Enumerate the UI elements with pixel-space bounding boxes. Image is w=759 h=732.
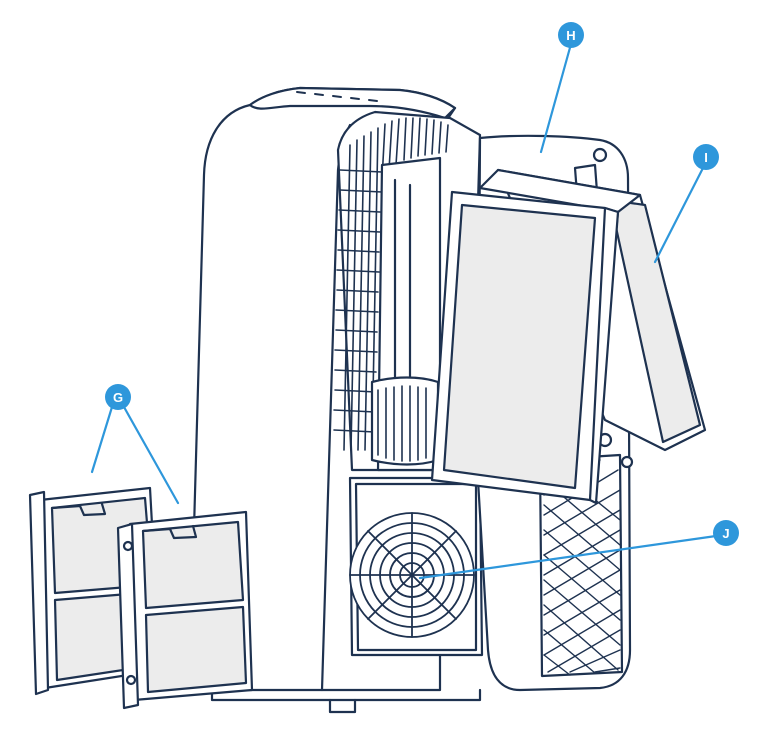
callout-j-label: J — [722, 526, 729, 541]
main-filter — [430, 168, 707, 505]
side-grille — [333, 117, 449, 451]
leader-line-i — [653, 166, 705, 264]
callout-h-label: H — [566, 28, 575, 43]
callout-j: J — [713, 520, 739, 546]
callout-i: I — [693, 144, 719, 170]
callout-g-circle — [105, 384, 131, 410]
leader-line-j — [418, 534, 718, 580]
leader-line-g-1 — [90, 405, 114, 474]
callout-g: G — [105, 384, 131, 410]
fan — [349, 512, 475, 638]
leader-line-h — [539, 42, 573, 154]
callout-i-label: I — [704, 150, 708, 165]
callout-h-circle — [558, 22, 584, 48]
callout-h: H — [558, 22, 584, 48]
callout-i-circle — [693, 144, 719, 170]
callout-j-circle — [713, 520, 739, 546]
callout-g-label: G — [113, 390, 123, 405]
leader-line-g-2 — [122, 405, 180, 505]
pre-filter-panel-front — [116, 510, 254, 710]
